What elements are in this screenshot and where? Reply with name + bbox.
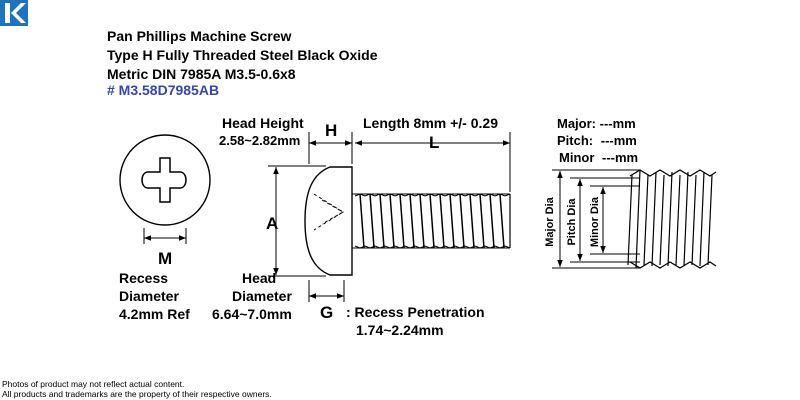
head-diameter-label-2: Diameter <box>232 288 292 304</box>
a-letter: A <box>266 214 279 233</box>
minor-spec-label: Minor <box>559 150 595 165</box>
head-diameter-value: 6.64~7.0mm <box>212 306 292 322</box>
g-letter: G <box>320 303 334 322</box>
recess-diameter-label-1: Recess <box>119 270 169 286</box>
title-line-3: Metric DIN 7985A M3.5-0.6x8 <box>107 66 296 82</box>
recess-diameter-value: 4.2mm Ref <box>119 306 190 322</box>
h-letter: H <box>325 121 338 140</box>
title-line-2: Type H Fully Threaded Steel Black Oxide <box>107 47 378 63</box>
minor-spec-value: ---mm <box>602 150 639 165</box>
head-top-view <box>119 134 211 244</box>
l-letter: L <box>429 133 440 152</box>
recess-penetration-label: : Recess Penetration <box>346 304 485 320</box>
minor-spec: Minor ---mm <box>559 150 638 165</box>
head-height-value: 2.58~2.82mm <box>219 133 301 148</box>
head-height-label: Head Height <box>222 115 304 131</box>
m-letter: M <box>158 249 173 268</box>
footer-trademark: All products and trademarks are the prop… <box>2 389 272 399</box>
minor-dia-label: Minor Dia <box>589 196 601 247</box>
pitch-spec: Pitch: ---mm <box>557 133 637 148</box>
pitch-spec-label: Pitch: <box>557 133 594 148</box>
k-logo-icon <box>0 0 28 26</box>
pitch-spec-value: ---mm <box>600 133 637 148</box>
screw-side-view <box>268 132 511 302</box>
length-label: Length 8mm +/- 0.29 <box>363 115 498 131</box>
recess-diameter-label-2: Diameter <box>119 288 179 304</box>
phillips-recess-icon <box>141 157 187 203</box>
thread-detail-view: Major Dia Pitch Dia Minor Dia <box>544 169 717 269</box>
major-spec-label: Major: <box>557 116 596 131</box>
title-line-1: Pan Phillips Machine Screw <box>107 28 292 44</box>
head-diameter-label-1: Head <box>242 270 277 286</box>
part-number: # M3.58D7985AB <box>107 82 220 98</box>
pitch-dia-label: Pitch Dia <box>566 198 578 246</box>
major-dia-label: Major Dia <box>544 196 556 246</box>
recess-penetration-value: 1.74~2.24mm <box>356 322 444 338</box>
major-spec-value: ---mm <box>599 116 636 131</box>
major-spec: Major: ---mm <box>557 116 636 131</box>
footer-disclaimer: Photos of product may not reflect actual… <box>2 379 185 389</box>
